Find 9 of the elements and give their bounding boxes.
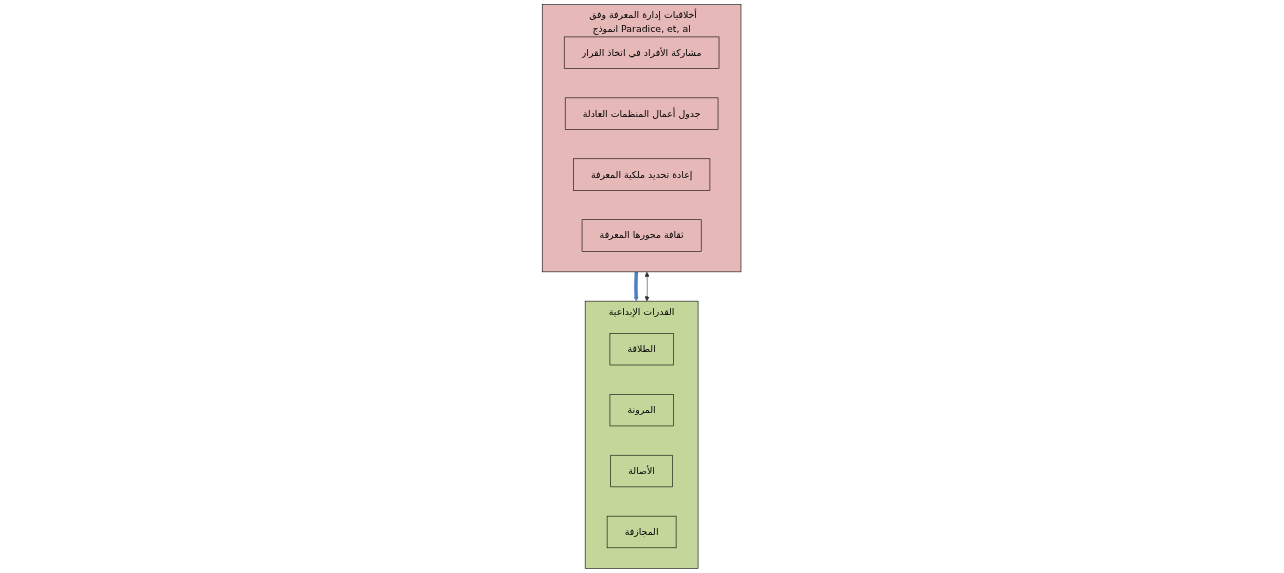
node-box: إعادة تحديد ملكية المعرفة (573, 158, 711, 191)
node-box: جدول أعمال المنظمات العادلة (565, 97, 719, 130)
node-box: الأصالة (610, 454, 674, 488)
node-box: مشاركة الأفراد في اتخاذ القرار (564, 36, 720, 69)
node-box: ثقافة محورها المعرفة (582, 219, 702, 252)
node-box: الطلاقة (610, 333, 674, 366)
node-box: المرونة (610, 394, 674, 427)
node-box: المجازفة (607, 515, 677, 549)
arrow (633, 271, 640, 302)
